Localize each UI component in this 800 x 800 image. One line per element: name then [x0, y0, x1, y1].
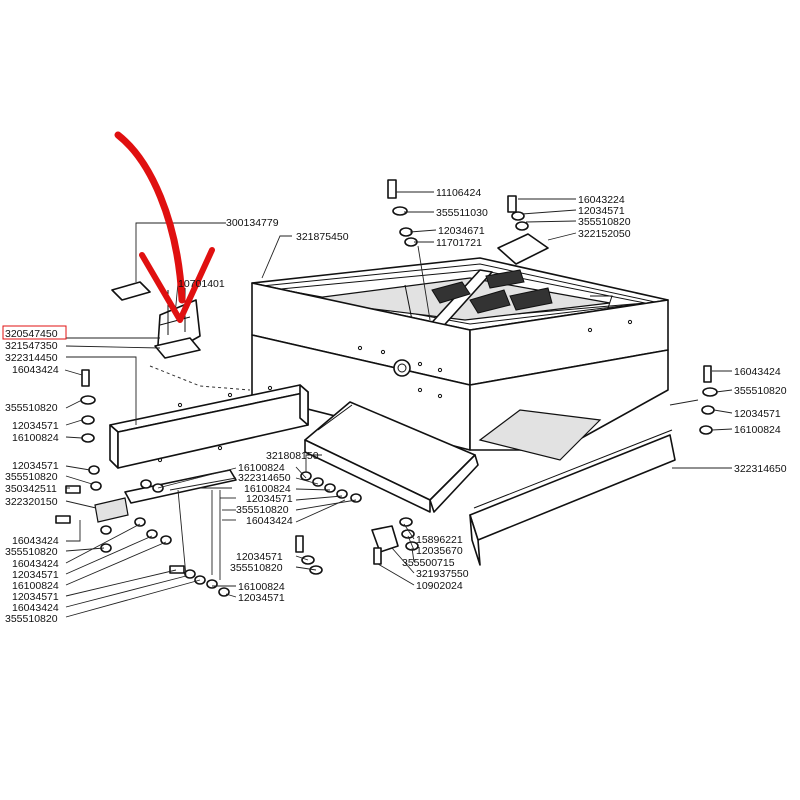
label-16100824: 16100824 — [734, 424, 781, 436]
hopper-body — [251, 257, 676, 566]
label-355510820: 355510820 — [5, 402, 58, 414]
label-16043424: 16043424 — [12, 535, 59, 547]
label-12034571: 12034571 — [12, 420, 59, 432]
label-10902024: 10902024 — [416, 580, 463, 592]
label-355510820: 355510820 — [578, 216, 631, 228]
label-10701401: 10701401 — [178, 278, 225, 290]
label-300134779: 300134779 — [226, 217, 279, 229]
label-321937550: 321937550 — [416, 568, 469, 580]
label-16100824: 16100824 — [238, 581, 285, 593]
lower-cross-bar — [94, 469, 237, 523]
label-15896221: 15896221 — [416, 534, 463, 546]
front-inclined-panel — [304, 401, 479, 513]
label-16043424: 16043424 — [12, 558, 59, 570]
label-321875450: 321875450 — [296, 231, 349, 243]
label-16100824: 16100824 — [12, 580, 59, 592]
label-11106424: 11106424 — [436, 187, 481, 199]
label-16043424: 16043424 — [246, 515, 293, 527]
label-12034671: 12034671 — [438, 225, 485, 237]
label-12034571: 12034571 — [12, 569, 59, 581]
label-12035670: 12035670 — [416, 545, 463, 557]
highlight-arrow — [114, 131, 215, 323]
label-16043224: 16043224 — [578, 194, 625, 206]
label-355510820: 355510820 — [5, 613, 58, 625]
label-321808150: 321808150 — [266, 450, 319, 462]
bracket-parts — [111, 281, 201, 359]
label-12034571: 12034571 — [734, 408, 781, 420]
part-number-labels: 300134779 321875450 10701401 320547450 3… — [5, 187, 787, 625]
label-322314650: 322314650 — [734, 463, 787, 475]
label-322152050: 322152050 — [578, 228, 631, 240]
label-355510820: 355510820 — [5, 546, 58, 558]
label-355511030: 355511030 — [436, 207, 488, 219]
leader-lines — [64, 191, 733, 618]
label-322320150: 322320150 — [5, 496, 58, 508]
label-11701721: 11701721 — [436, 237, 482, 249]
label-12034571: 12034571 — [246, 493, 293, 505]
label-16100824: 16100824 — [238, 462, 285, 474]
label-355510820: 355510820 — [236, 504, 289, 516]
label-355510820: 355510820 — [5, 471, 58, 483]
label-16043424: 16043424 — [734, 366, 781, 378]
left-side-panel — [109, 384, 309, 469]
label-16100824: 16100824 — [12, 432, 59, 444]
label-12034571: 12034571 — [12, 591, 59, 603]
label-322314650: 322314650 — [238, 472, 291, 484]
label-16043424: 16043424 — [12, 364, 59, 376]
label-12034571: 12034571 — [238, 592, 285, 604]
label-320547450: 320547450 — [5, 328, 58, 340]
label-12034571: 12034571 — [12, 460, 59, 472]
label-350342511: 350342511 — [5, 483, 57, 495]
label-16043424: 16043424 — [12, 602, 59, 614]
label-355500715: 355500715 — [402, 557, 455, 569]
label-321547350: 321547350 — [5, 340, 58, 352]
part-number-highlight-box — [2, 325, 67, 340]
label-355510820: 355510820 — [230, 562, 283, 574]
label-322314450: 322314450 — [5, 352, 58, 364]
label-12034571: 12034571 — [578, 205, 625, 217]
label-355510820: 355510820 — [734, 385, 787, 397]
label-16100824: 16100824 — [244, 483, 291, 495]
label-12034571: 12034571 — [236, 551, 283, 563]
